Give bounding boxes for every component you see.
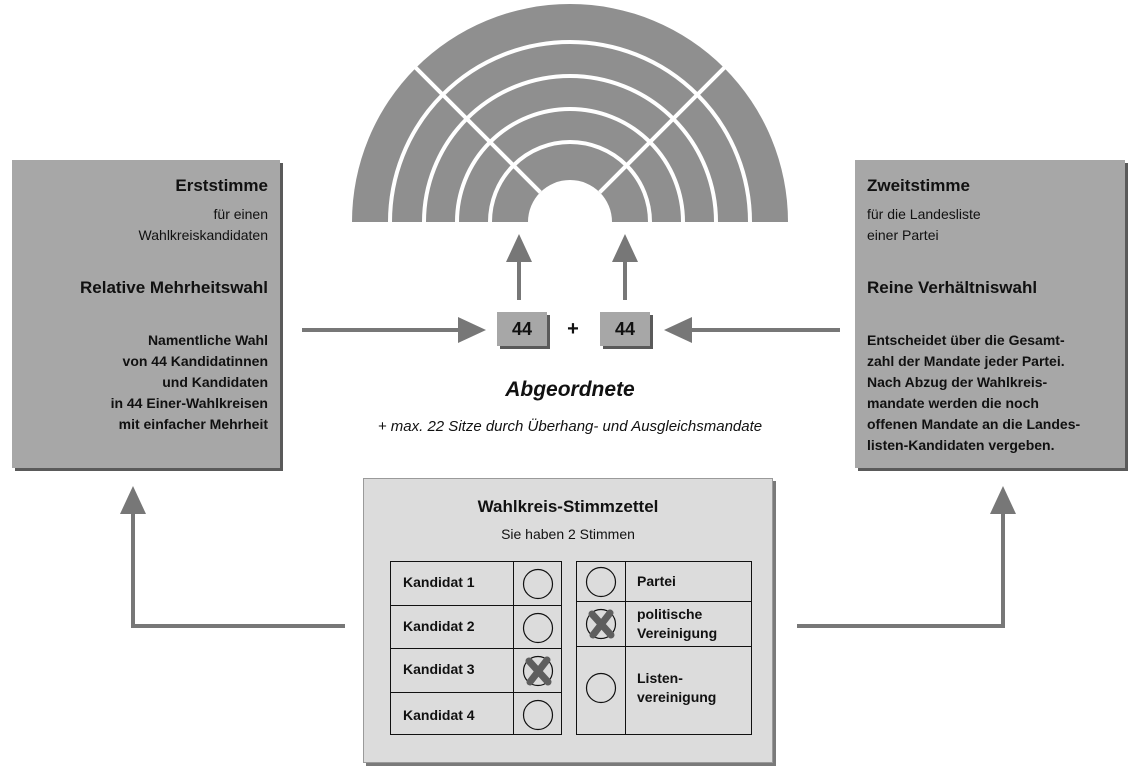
parliament-aisle <box>598 65 727 194</box>
erststimme-body: Namentliche Wahl von 44 Kandidatinnen un… <box>111 330 268 435</box>
ballot-title: Wahlkreis-Stimmzettel <box>477 497 659 516</box>
party-label-line: politische <box>637 606 703 622</box>
zweitstimme-subtitle-line: für die Landesliste <box>867 206 981 222</box>
parliament-ring <box>388 40 752 223</box>
zweitstimme-subtitle: für die Landesliste einer Partei <box>867 204 981 246</box>
arrow-right-to-center-head <box>664 317 692 343</box>
parties-table: Partei politische Vereinigung Listen- ve… <box>576 561 752 735</box>
zweitstimme-body-line: offenen Mandate an die Landes- <box>867 416 1081 432</box>
erststimme-body-line: von 44 Kandidatinnen <box>122 353 268 369</box>
candidate-label: Kandidat 1 <box>403 574 475 590</box>
erststimme-body-line: Namentliche Wahl <box>147 332 268 348</box>
erststimme-body-line: und Kandidaten <box>162 374 268 390</box>
party-row: politische Vereinigung <box>577 602 751 647</box>
zweitstimme-body-line: mandate werden die noch <box>867 395 1039 411</box>
zweitstimme-body-line: Nach Abzug der Wahlkreis- <box>867 374 1048 390</box>
vote-circle-icon[interactable] <box>521 567 555 601</box>
parliament-seating <box>352 4 788 222</box>
party-label: Partei <box>637 572 676 591</box>
arrow-up-left-head <box>506 234 532 262</box>
parliament-hemicycle <box>352 4 788 223</box>
zweitstimme-subtitle-line: einer Partei <box>867 227 939 243</box>
vote-circle-icon[interactable] <box>584 565 618 599</box>
party-label-line: Vereinigung <box>637 625 718 641</box>
candidate-row: Kandidat 2 <box>391 606 561 649</box>
party-label: Listen- vereinigung <box>637 669 716 707</box>
erststimme-subtitle-line: für einen <box>213 206 268 222</box>
parliament-ring <box>455 107 685 223</box>
candidate-label: Kandidat 2 <box>403 617 475 634</box>
parliament-center <box>528 180 612 222</box>
extra-seats-note: + max. 22 Sitze durch Überhang- und Ausg… <box>377 418 763 435</box>
candidates-column-divider <box>513 562 514 734</box>
abgeordnete-label: Abgeordnete <box>505 378 635 401</box>
zweitstimme-body: Entscheidet über die Gesamt- zahl der Ma… <box>867 330 1080 456</box>
vote-circle-icon[interactable] <box>584 671 618 705</box>
plus-sign: + <box>567 318 579 340</box>
erststimme-title: Erststimme <box>175 176 268 195</box>
arrow-ballot-right-head <box>990 486 1016 514</box>
zweitstimme-panel: Zweitstimme für die Landesliste einer Pa… <box>855 160 1125 468</box>
zweitstimme-heading: Reine Verhältniswahl <box>867 278 1038 297</box>
arrow-left-to-center-head <box>458 317 486 343</box>
candidate-label: Kandidat 3 <box>403 661 475 677</box>
party-row: Partei <box>577 562 751 602</box>
erststimme-subtitle-line: Wahlkreiskandidaten <box>138 227 268 243</box>
erststimme-panel: Erststimme für einen Wahlkreiskandidaten… <box>12 160 280 468</box>
arrow-up-right-head <box>612 234 638 262</box>
list-mandates-count: 44 <box>600 312 650 346</box>
parliament-ring <box>422 74 718 223</box>
vote-circle-icon[interactable] <box>521 698 555 732</box>
candidate-row: Kandidat 1 <box>391 562 561 606</box>
ballot-paper: Wahlkreis-Stimmzettel Sie haben 2 Stimme… <box>363 478 773 763</box>
erststimme-subtitle: für einen Wahlkreiskandidaten <box>139 204 268 246</box>
vote-circle-icon[interactable] <box>521 611 555 645</box>
direct-mandates-count: 44 <box>497 312 547 346</box>
flow-arrows <box>120 234 1016 628</box>
party-row: Listen- vereinigung <box>577 647 751 733</box>
parties-column-divider <box>625 562 626 734</box>
party-label: politische Vereinigung <box>637 605 717 643</box>
ballot-subtitle: Sie haben 2 Stimmen <box>501 526 635 542</box>
party-label-line: Listen- <box>637 670 683 686</box>
candidate-row: Kandidat 4 <box>391 693 561 737</box>
parliament-aisle <box>413 65 542 194</box>
zweitstimme-body-line: Entscheidet über die Gesamt- <box>867 332 1065 348</box>
candidate-label: Kandidat 4 <box>403 706 475 723</box>
candidates-table: Kandidat 1 Kandidat 2 Kandidat 3 Kandida… <box>390 561 562 735</box>
vote-circle-marked-icon[interactable] <box>521 654 555 688</box>
zweitstimme-title: Zweitstimme <box>867 176 970 195</box>
parliament-ring <box>488 140 652 223</box>
zweitstimme-body-line: zahl der Mandate jeder Partei. <box>867 353 1065 369</box>
erststimme-heading: Relative Mehrheitswahl <box>79 278 268 297</box>
vote-circle-marked-icon[interactable] <box>584 607 618 641</box>
candidate-row: Kandidat 3 <box>391 649 561 693</box>
erststimme-body-line: mit einfacher Mehrheit <box>118 416 268 432</box>
zweitstimme-body-line: listen-Kandidaten vergeben. <box>867 437 1055 453</box>
party-label-line: vereinigung <box>637 689 717 705</box>
arrow-ballot-left-head <box>120 486 146 514</box>
party-label-line: Partei <box>637 573 676 589</box>
erststimme-body-line: in 44 Einer-Wahlkreisen <box>110 395 268 411</box>
